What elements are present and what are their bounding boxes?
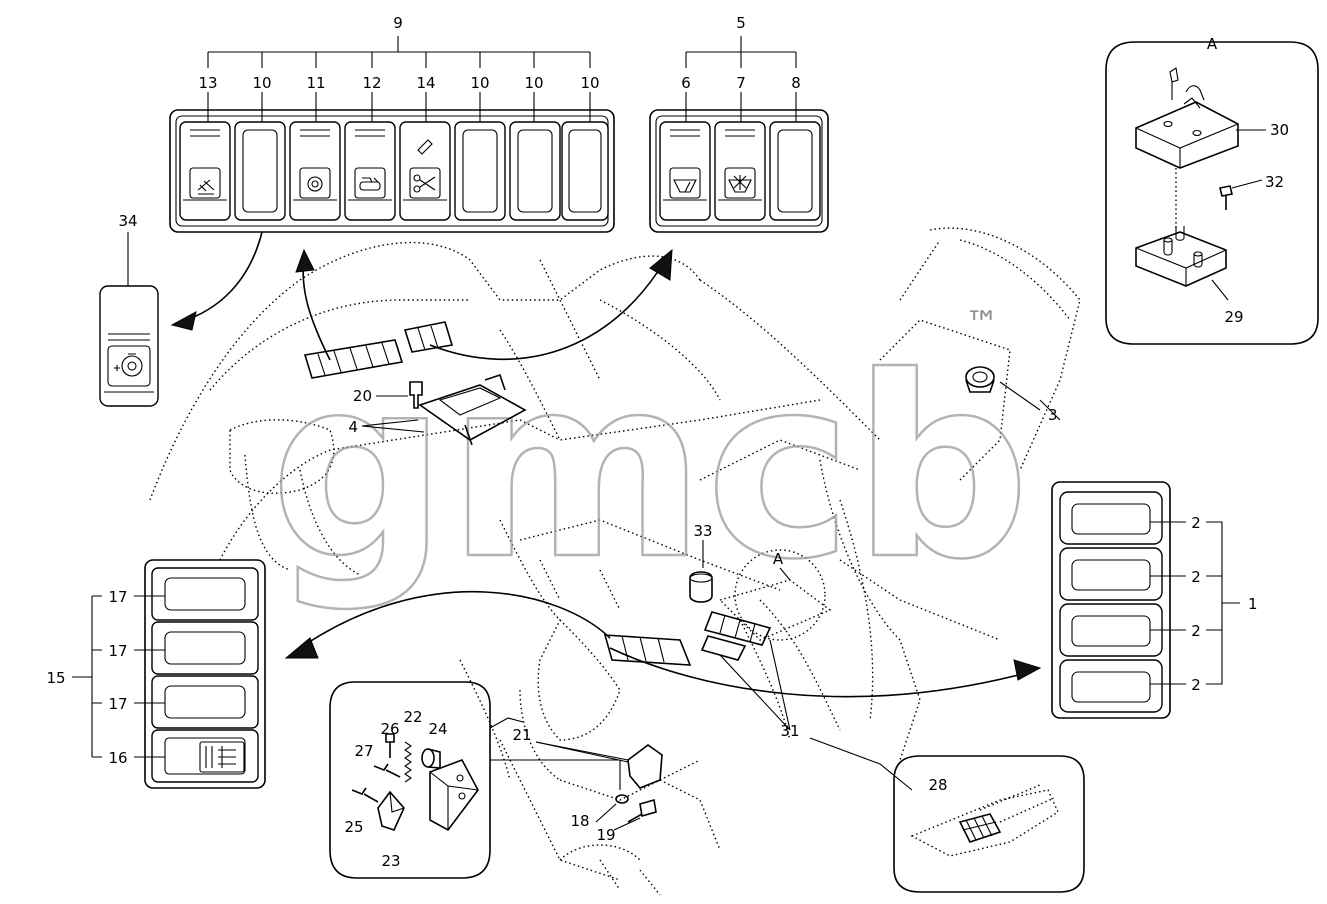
label-3: 3 bbox=[1048, 406, 1058, 424]
label-20: 20 bbox=[353, 387, 372, 405]
beacon-icon bbox=[307, 176, 323, 192]
label-30: 30 bbox=[1270, 121, 1289, 139]
label-33: 33 bbox=[693, 522, 712, 540]
watermark: gmcb ™ bbox=[269, 304, 1032, 615]
label-11: 11 bbox=[306, 74, 325, 92]
switch-8 bbox=[769, 121, 821, 221]
label-detail-a-cab: A bbox=[773, 550, 784, 568]
label-2-c: 2 bbox=[1191, 622, 1201, 640]
callout-labels: 9 13 10 11 12 14 10 10 10 5 6 7 8 34 A 3… bbox=[46, 14, 1289, 870]
label-12: 12 bbox=[362, 74, 381, 92]
switch-10-b bbox=[454, 121, 506, 221]
label-14: 14 bbox=[416, 74, 435, 92]
label-9: 9 bbox=[393, 14, 403, 32]
switch-panel-1 bbox=[1051, 481, 1171, 719]
switch-11 bbox=[289, 121, 341, 221]
switch-13 bbox=[179, 121, 231, 221]
detail-a-box bbox=[1105, 41, 1319, 345]
label-4: 4 bbox=[348, 418, 358, 436]
label-10-d: 10 bbox=[580, 74, 599, 92]
bracket-15 bbox=[72, 595, 165, 758]
switch-panel-5 bbox=[649, 109, 829, 233]
switch-34 bbox=[99, 232, 159, 407]
label-29: 29 bbox=[1224, 308, 1243, 326]
label-19: 19 bbox=[596, 826, 615, 844]
label-32: 32 bbox=[1265, 173, 1284, 191]
cab-light-icon bbox=[199, 741, 245, 773]
bracket-9 bbox=[207, 36, 591, 122]
work-light-icon bbox=[197, 179, 215, 195]
washer-icon bbox=[728, 175, 752, 193]
switch-14 bbox=[399, 121, 451, 221]
label-22: 22 bbox=[403, 708, 422, 726]
label-16: 16 bbox=[108, 749, 127, 767]
switch-panel-15 bbox=[144, 559, 266, 789]
label-13: 13 bbox=[198, 74, 217, 92]
travel-alarm-icon bbox=[359, 177, 381, 191]
label-25: 25 bbox=[344, 818, 363, 836]
switch-10-d bbox=[561, 121, 609, 221]
label-17-b: 17 bbox=[108, 642, 127, 660]
label-7: 7 bbox=[736, 74, 746, 92]
label-2-a: 2 bbox=[1191, 514, 1201, 532]
label-10-b: 10 bbox=[470, 74, 489, 92]
switch-10-a bbox=[234, 121, 286, 221]
label-28: 28 bbox=[928, 776, 947, 794]
switch-6 bbox=[659, 121, 711, 221]
label-detail-a: A bbox=[1207, 35, 1218, 53]
label-24: 24 bbox=[428, 720, 447, 738]
label-31: 31 bbox=[780, 722, 799, 740]
label-26: 26 bbox=[380, 720, 399, 738]
label-21: 21 bbox=[512, 726, 531, 744]
label-2-d: 2 bbox=[1191, 676, 1201, 694]
label-23: 23 bbox=[381, 852, 400, 870]
switch-panel-9 bbox=[169, 109, 615, 233]
label-8: 8 bbox=[791, 74, 801, 92]
wiper-icon bbox=[673, 179, 697, 193]
cutter-icon bbox=[413, 174, 436, 193]
bracket-1 bbox=[1150, 521, 1240, 685]
label-27: 27 bbox=[354, 742, 373, 760]
label-6: 6 bbox=[681, 74, 691, 92]
label-10-c: 10 bbox=[524, 74, 543, 92]
label-10-a: 10 bbox=[252, 74, 271, 92]
switch-7 bbox=[714, 121, 766, 221]
watermark-trademark: ™ bbox=[965, 304, 999, 344]
label-17-c: 17 bbox=[108, 695, 127, 713]
label-34: 34 bbox=[118, 212, 137, 230]
switch-12 bbox=[344, 121, 396, 221]
bracket-5 bbox=[685, 36, 797, 122]
switch-10-c bbox=[509, 121, 561, 221]
leader-lines bbox=[361, 381, 1061, 831]
detail-21-box bbox=[329, 681, 629, 879]
horn-icon bbox=[114, 353, 143, 377]
cab-outline bbox=[149, 227, 1081, 896]
cab-console-switches bbox=[303, 321, 995, 823]
watermark-text: gmcb bbox=[270, 323, 1030, 614]
label-1: 1 bbox=[1248, 595, 1258, 613]
label-5: 5 bbox=[736, 14, 746, 32]
detail-28-box bbox=[809, 737, 1085, 893]
label-2-b: 2 bbox=[1191, 568, 1201, 586]
label-15: 15 bbox=[46, 669, 65, 687]
flow-arrows bbox=[170, 231, 1042, 698]
label-18: 18 bbox=[570, 812, 589, 830]
label-17-a: 17 bbox=[108, 588, 127, 606]
